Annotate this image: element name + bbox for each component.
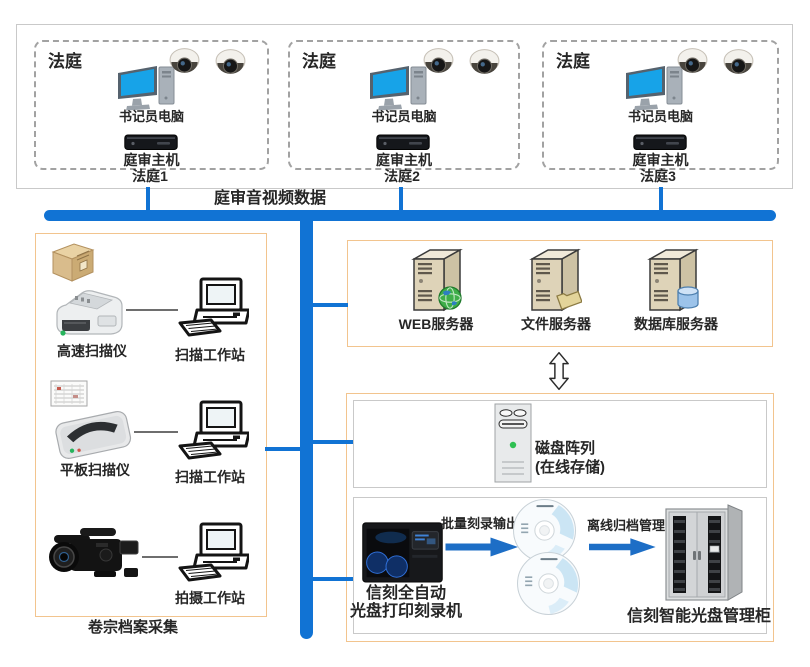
scan-workstation-label: 扫描工作站 [175,347,245,363]
clerk-computer-label: 书记员电脑 [118,109,184,124]
disk-array-label-line2: (在线存储) [535,459,605,476]
courtroom-1-link-line [146,187,150,211]
right-arrow-icon [445,536,520,558]
workstation-icon [177,277,249,341]
court-host-icon [124,134,178,151]
offline-archive-arrow-label: 离线归档管理 [586,518,665,533]
bus-label: 庭审音视频数据 [213,190,326,207]
servers-link-line [312,303,348,307]
double-arrow-icon [548,350,570,392]
highspeed-scanner-label: 高速扫描仪 [57,343,127,359]
connector-line [126,309,178,311]
court-host-icon [633,134,687,151]
highspeed-scanner-icon [50,284,126,342]
clerk-computer-label: 书记员电脑 [371,109,437,124]
disk-array-label-line1: 磁盘阵列 [535,440,596,457]
courtroom-1-title: 法庭 [48,52,82,71]
right-arrow-icon [589,536,657,558]
cd-icon [516,551,581,616]
dome-camera-icon [468,49,501,78]
web-server-label: WEB服务器 [398,316,474,332]
capture-caption: 卷宗档案采集 [87,619,178,636]
dome-camera-icon [214,49,247,78]
courtroom-3: 法庭 书记员电脑 庭审主机 [542,40,779,170]
batch-burn-arrow-label: 批量刻录输出 [440,516,519,531]
burning-link-line [312,577,353,581]
file-server-icon [528,246,582,314]
camcorder-icon [46,526,142,584]
connector-line [142,556,178,558]
dome-camera-icon [722,49,755,78]
court-host-label: 庭审主机 [632,152,689,168]
courtroom-2: 法庭 书记员电脑 庭审主机 [288,40,520,170]
courtroom-3-link-line [659,187,663,211]
flatbed-scanner-label: 平板扫描仪 [60,462,130,478]
disk-array-icon [494,403,532,483]
courtroom-1-name: 法庭1 [132,168,168,184]
disc-burner-icon [361,520,444,584]
db-server-label: 数据库服务器 [634,316,718,332]
burner-label-line2: 光盘打印刻录机 [349,603,462,620]
disk-array-label: 磁盘阵列 (在线存储) [535,439,675,477]
dome-camera-icon [422,48,455,77]
dome-camera-icon [168,48,201,77]
web-server-icon [410,246,464,314]
file-server-label: 文件服务器 [521,316,591,332]
connector-line [134,431,178,433]
db-server-icon [646,246,700,314]
courtroom-2-name: 法庭2 [384,168,420,184]
archive-box-icon [48,241,98,283]
courtroom-1: 法庭 书记员电脑 庭审主机 [34,40,269,170]
workstation-icon [177,400,249,464]
disc-cabinet-icon [664,504,744,601]
courtroom-3-name: 法庭3 [640,168,676,184]
court-host-label: 庭审主机 [376,152,432,168]
dome-camera-icon [676,48,709,77]
clerk-computer-label: 书记员电脑 [627,109,693,124]
courtroom-2-title: 法庭 [302,52,336,71]
courtroom-3-title: 法庭 [556,52,590,71]
workstation-icon [177,522,249,586]
court-host-label: 庭审主机 [123,152,180,168]
courtroom-2-link-line [399,187,403,211]
photo-workstation-label: 拍摄工作站 [175,590,245,606]
burner-label-line1: 信刻全自动 [365,585,446,602]
scan-workstation-label: 扫描工作站 [175,469,245,485]
capture-link-line [265,447,301,451]
disc-cabinet-label: 信刻智能光盘管理柜 [626,608,771,625]
vertical-bus-line [300,210,313,639]
disk-array-link-line [312,440,353,444]
flatbed-scanner-icon [52,401,134,463]
court-host-icon [376,134,430,151]
disk-array-box [353,400,767,488]
horizontal-bus-line [44,210,776,221]
